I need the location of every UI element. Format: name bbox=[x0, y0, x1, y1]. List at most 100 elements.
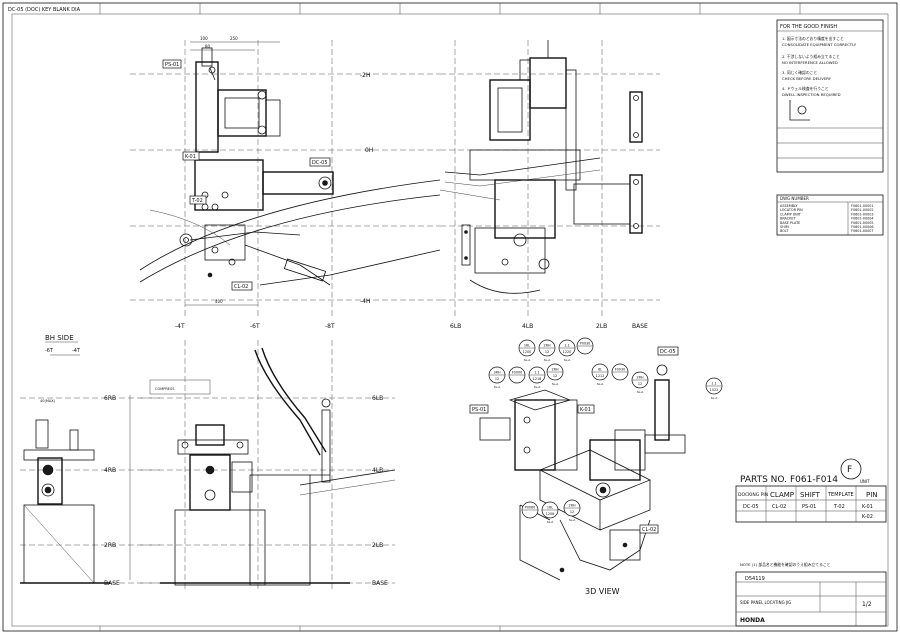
balloon-subtext: SL-A bbox=[547, 520, 555, 524]
svg-text:80: 80 bbox=[205, 44, 211, 49]
level-base-left: BASE bbox=[104, 580, 120, 587]
parts-cell: DC-05 bbox=[743, 504, 759, 510]
svg-text:100: 100 bbox=[200, 36, 208, 41]
balloon-subtext: SL-A bbox=[569, 518, 577, 522]
balloon-text: 12 bbox=[545, 350, 549, 354]
parts-header: TEMPLATE bbox=[827, 492, 854, 498]
dwg-row-label: ASSEMBLY bbox=[780, 204, 798, 208]
balloon-text: 1218 bbox=[533, 377, 542, 381]
note-line: 2. 干渉しないよう組み立てること bbox=[782, 54, 840, 59]
grid-label-6t: -6T bbox=[250, 323, 260, 330]
note-line: NO INTERFERENCE ALLOWED bbox=[782, 60, 838, 65]
balloon-subtext: SL-A bbox=[534, 385, 542, 389]
dwg-row-number: F0601-00004 bbox=[851, 217, 874, 221]
unit-letter: F bbox=[847, 465, 852, 475]
border-ticks bbox=[99, 3, 801, 631]
grid-label-base: BASE bbox=[632, 323, 648, 330]
balloon-text: 3RH bbox=[493, 371, 501, 375]
parts-cell: CL-02 bbox=[772, 504, 786, 510]
balloon-text: F0000 bbox=[512, 371, 523, 375]
balloon-subtext: SL-A bbox=[597, 382, 605, 386]
dwg-row-label: SHIM bbox=[780, 225, 789, 229]
balloon-text: F0030 bbox=[615, 368, 626, 372]
notes-box: FOR THE GOOD FINISH 1. 図示寸法のとおり精度を出すこと C… bbox=[776, 19, 884, 173]
bh-mark: -6T bbox=[45, 348, 54, 354]
parts-header: DOCKING PIN bbox=[738, 492, 768, 498]
note-line: 4. ドウェル検査を行うこと bbox=[782, 86, 829, 91]
tag-dc05: DC-05 bbox=[312, 160, 328, 166]
dwg-row-label: LOCATOR PIN bbox=[780, 208, 803, 212]
parts-cell: PS-01 bbox=[802, 504, 816, 510]
bh-side-view: BH SIDE -6T -4T 40(MAX) 6RB 4RB 2RB BASE bbox=[20, 334, 160, 587]
balloon-text: 2RH bbox=[568, 504, 576, 508]
balloon-callout: F0000 bbox=[508, 366, 526, 384]
dwg-row-number: F0601-00006 bbox=[851, 225, 874, 229]
top-right-view: 6LB 4LB 2LB BASE bbox=[439, 40, 660, 330]
balloon-callouts: 16L1200SL-A2RH12SL-A1.11220SL-AP00303RH1… bbox=[488, 337, 723, 524]
tag-t02: T-02 bbox=[191, 198, 203, 204]
ref-label-2h: -2H bbox=[360, 72, 371, 79]
cylinder-body bbox=[529, 57, 567, 109]
bh-side-title: BH SIDE bbox=[45, 334, 74, 342]
title-note: NOTE (1) 部品名と機能を確認のうえ組み立てること bbox=[740, 562, 831, 567]
clamp-arm-column bbox=[195, 61, 219, 153]
drawing-description: SIDE PANEL LOCATING JIG bbox=[740, 600, 791, 605]
grid-label-4lb: 4LB bbox=[522, 323, 533, 330]
dwg-row-label: CLAMP UNIT bbox=[780, 212, 802, 216]
balloon-text: 1.1 bbox=[534, 371, 539, 375]
balloon-text: 2RH bbox=[636, 376, 644, 380]
balloon-callout: F0030 bbox=[611, 363, 629, 381]
dwg-row-number: F0601-00003 bbox=[851, 212, 874, 216]
level-4lb: 4LB bbox=[372, 467, 383, 474]
parts-cell: K-01 bbox=[862, 504, 873, 510]
balloon-text: 1206 bbox=[546, 512, 555, 516]
note-line: 3. 同じく確認のこと bbox=[782, 70, 817, 75]
parts-number: F061-F014 bbox=[790, 475, 838, 485]
parts-header: CLAMP bbox=[770, 491, 794, 499]
balloon-text: 1220 bbox=[563, 350, 572, 354]
balloon-text: 12 bbox=[495, 377, 499, 381]
note-line: 1. 図示寸法のとおり精度を出すこと bbox=[782, 36, 844, 41]
balloon-subtext: SL-A bbox=[564, 358, 572, 362]
grid-label-2lb: 2LB bbox=[596, 323, 607, 330]
parts-cell: T-02 bbox=[833, 504, 845, 510]
tag-cl02-3d: CL-02 bbox=[642, 527, 656, 533]
balloon-text: 1200 bbox=[523, 350, 532, 354]
balloon-subtext: SL-A bbox=[544, 358, 552, 362]
balloon-text: 1.1 bbox=[711, 382, 716, 386]
ref-label-4h: -4H bbox=[360, 298, 371, 305]
balloon-subtext: SL-A bbox=[552, 382, 560, 386]
balloon-subtext: SL-A bbox=[494, 385, 502, 389]
parts-table: PARTS NO. F061-F014 F UNIT DOCKING PIN C… bbox=[735, 458, 887, 523]
level-base-center: BASE bbox=[372, 580, 388, 587]
balloon-text: 1.1 bbox=[564, 344, 569, 348]
dwg-row-number: F0601-00005 bbox=[851, 221, 874, 225]
balloon-text: P0060 bbox=[525, 506, 536, 510]
tag-ps01-3d: PS-01 bbox=[472, 407, 486, 413]
balloon-subtext: SL-A bbox=[524, 358, 532, 362]
view-3d-label: 3D VIEW bbox=[585, 587, 620, 596]
note-line: CONSOLIDATE EQUIPMENT CORRECTLY bbox=[782, 42, 857, 47]
bh-mark: -4T bbox=[72, 348, 81, 354]
level-2rb: 2RB bbox=[104, 542, 116, 549]
svg-text:COMPRESS: COMPRESS bbox=[155, 387, 175, 391]
balloon-text: 12 bbox=[638, 382, 642, 386]
dwg-row-number: F0601-00001 bbox=[851, 204, 874, 208]
balloon-text: 16L bbox=[524, 344, 530, 348]
balloon-text: 1022 bbox=[710, 388, 719, 392]
svg-text:250: 250 bbox=[230, 36, 238, 41]
note-line: CHECK BEFORE DELIVERY bbox=[782, 76, 832, 81]
dwg-row-number: F0601-00007 bbox=[851, 229, 874, 233]
grid-label-6lb: 6LB bbox=[450, 323, 461, 330]
